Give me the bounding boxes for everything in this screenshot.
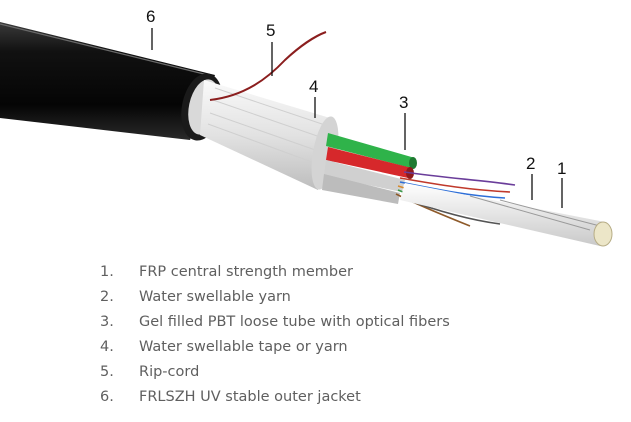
frp-central-member (400, 183, 613, 247)
legend-number: 3. (100, 313, 114, 330)
legend-number: 4. (100, 338, 114, 355)
rip-cord (209, 31, 327, 101)
callout-3: 3 (399, 93, 409, 112)
legend-item: 3. Gel filled PBT loose tube with optical… (100, 309, 450, 334)
legend-text: Water swellable tape or yarn (139, 338, 348, 355)
cable-cross-section-illustration (0, 22, 613, 247)
legend-number: 1. (100, 263, 114, 280)
legend-number: 2. (100, 288, 114, 305)
callout-1: 1 (557, 159, 567, 178)
water-swellable-tape (200, 80, 339, 190)
loose-tubes (322, 133, 417, 204)
legend-number: 5. (100, 363, 114, 380)
legend-item: 1. FRP central strength member (100, 259, 450, 284)
callout-5: 5 (266, 21, 276, 40)
legend-text: Water swellable yarn (139, 288, 291, 305)
callout-4: 4 (309, 77, 319, 96)
legend-item: 2. Water swellable yarn (100, 284, 450, 309)
callout-2: 2 (526, 154, 536, 173)
legend-item: 6. FRLSZH UV stable outer jacket (100, 384, 450, 409)
legend-text: Gel filled PBT loose tube with optical f… (139, 313, 450, 330)
legend-text: Rip-cord (139, 363, 200, 380)
callout-6: 6 (146, 7, 156, 26)
leader-lines (151, 28, 563, 208)
outer-jacket (0, 22, 223, 141)
legend-item: 5. Rip-cord (100, 359, 450, 384)
component-legend: 1. FRP central strength member 2. Water sw… (100, 259, 450, 409)
legend-text: FRLSZH UV stable outer jacket (139, 388, 361, 405)
legend-item: 4. Water swellable tape or yarn (100, 334, 450, 359)
legend-text: FRP central strength member (139, 263, 353, 280)
legend-number: 6. (100, 388, 114, 405)
